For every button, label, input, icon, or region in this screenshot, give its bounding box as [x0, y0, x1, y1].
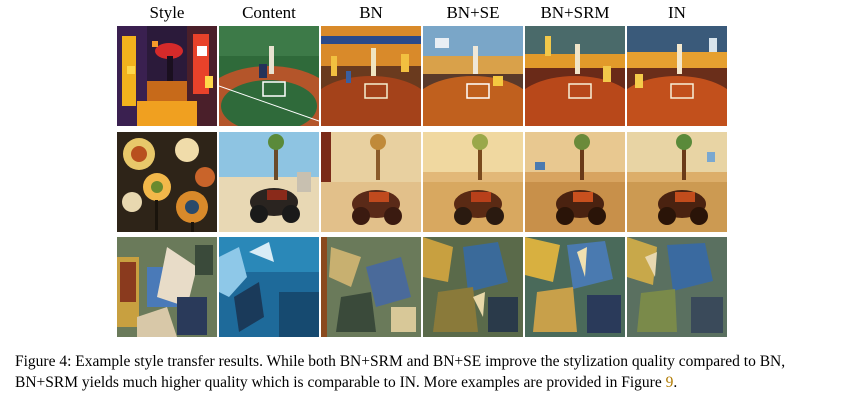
- style-image-rain-umbrella: [117, 26, 217, 126]
- style-image-cubist-woman: [117, 237, 217, 337]
- figure-caption: Figure 4: Example style transfer results…: [15, 351, 837, 393]
- bn-se-result-motorcycle: [423, 132, 523, 232]
- bn-srm-result-baseball: [525, 26, 625, 126]
- caption-line-2: BN+SRM yields much higher quality which …: [15, 372, 837, 393]
- caption-line-2-text: BN+SRM yields much higher quality which …: [15, 374, 666, 391]
- column-headers: Style Content BN BN+SE BN+SRM IN: [117, 2, 727, 26]
- bn-se-result-abstract: [423, 237, 523, 337]
- column-header-bn-se: BN+SE: [446, 3, 500, 22]
- bn-srm-result-abstract: [525, 237, 625, 337]
- content-image-baseball-field: [219, 26, 319, 126]
- column-header-bn: BN: [359, 3, 383, 22]
- bn-result-motorcycle: [321, 132, 421, 232]
- in-result-motorcycle: [627, 132, 727, 232]
- caption-line-1: Figure 4: Example style transfer results…: [15, 353, 786, 370]
- content-image-blue-abstract: [219, 237, 319, 337]
- column-header-content: Content: [242, 3, 296, 22]
- style-image-circles-trees: [117, 132, 217, 232]
- bn-se-result-baseball: [423, 26, 523, 126]
- content-image-motorcycle-beach: [219, 132, 319, 232]
- bn-result-abstract: [321, 237, 421, 337]
- bn-srm-result-motorcycle: [525, 132, 625, 232]
- in-result-baseball: [627, 26, 727, 126]
- bn-result-baseball: [321, 26, 421, 126]
- column-header-in: IN: [668, 3, 686, 22]
- in-result-abstract: [627, 237, 727, 337]
- figure-reference-link[interactable]: 9: [665, 374, 674, 391]
- column-header-style: Style: [149, 3, 185, 22]
- column-header-bn-srm: BN+SRM: [540, 3, 610, 22]
- caption-line-2-end: .: [673, 374, 678, 391]
